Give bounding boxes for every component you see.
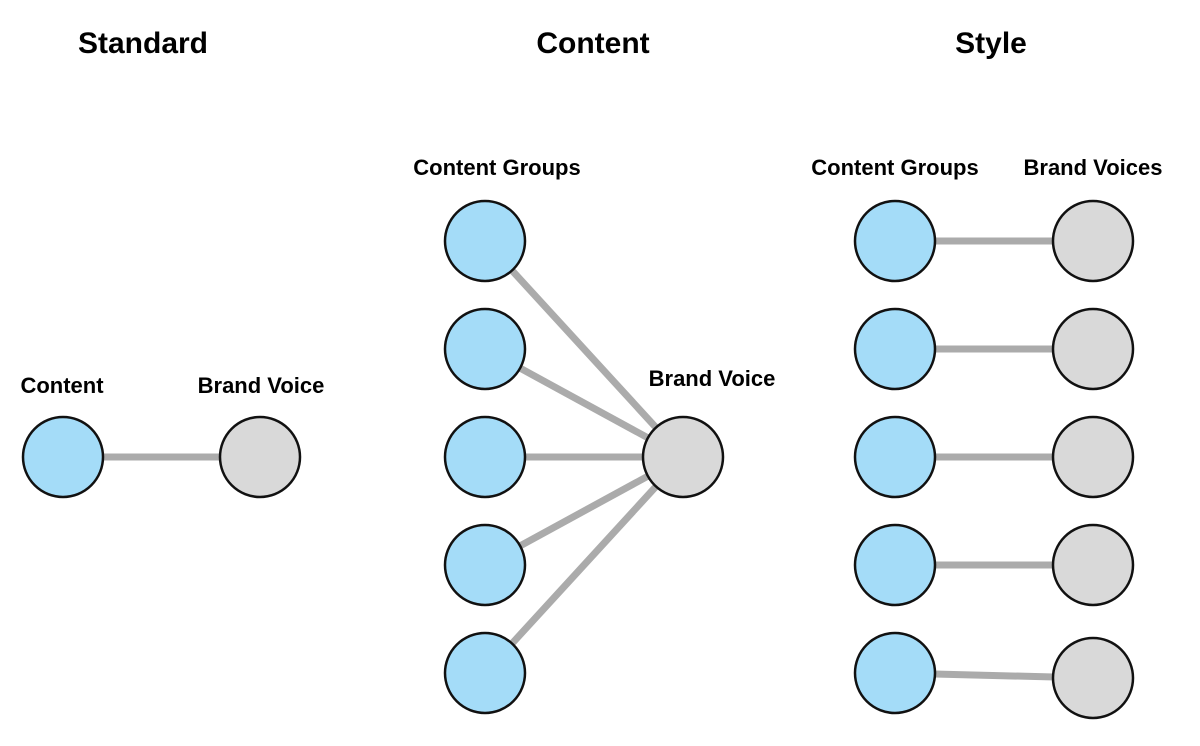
content-groups-label: Content Groups (413, 155, 580, 180)
style-voice-node-1 (1051, 199, 1135, 283)
style-content-node-2 (853, 307, 937, 391)
style-voice-node-5 (1051, 636, 1135, 720)
content-content-node-3 (443, 415, 527, 499)
style-groups-label: Content Groups (811, 155, 978, 180)
content-content-node-1 (443, 199, 527, 283)
standard-voice-node-1 (218, 415, 302, 499)
style-voice-node-3 (1051, 415, 1135, 499)
content-voice-label: Brand Voice (649, 366, 776, 391)
content-content-node-4 (443, 523, 527, 607)
standard-content-node-1 (21, 415, 105, 499)
standard-voice-label: Brand Voice (198, 373, 325, 398)
style-content-node-5 (853, 631, 937, 715)
style-voice-node-2 (1051, 307, 1135, 391)
content-content-node-2 (443, 307, 527, 391)
style-content-node-1 (853, 199, 937, 283)
content-voice-node-1 (641, 415, 725, 499)
content-content-node-5 (443, 631, 527, 715)
panel-title-style: Style (955, 27, 1027, 60)
style-content-node-3 (853, 415, 937, 499)
nodes-layer (21, 199, 1135, 720)
style-voice-node-4 (1051, 523, 1135, 607)
content-edge-5 (482, 454, 686, 676)
standard-content-label: Content (20, 373, 104, 398)
style-content-node-4 (853, 523, 937, 607)
style-voices-label: Brand Voices (1024, 155, 1163, 180)
content-edge-1 (482, 238, 686, 460)
panel-title-content: Content (536, 27, 649, 60)
edges-layer (63, 237, 1094, 682)
panel-title-standard: Standard (78, 27, 208, 60)
